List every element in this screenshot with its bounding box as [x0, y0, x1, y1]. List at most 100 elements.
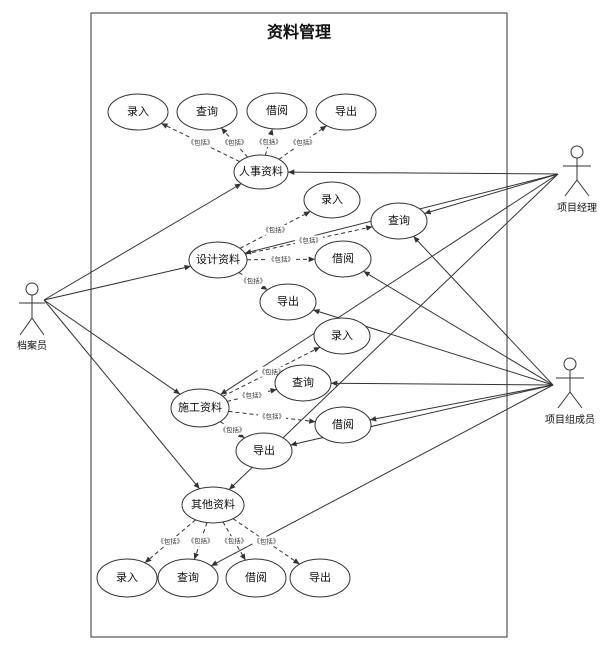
usecase-ellipse	[289, 558, 351, 598]
include-label-bg	[237, 390, 266, 401]
association-member-construction-2	[369, 384, 554, 422]
include-label: 《包括》	[239, 390, 265, 399]
usecase-label: 其他资料	[191, 497, 235, 511]
usecase-other-query[interactable]: 查询	[157, 558, 219, 598]
usecase-ellipse	[233, 154, 289, 190]
usecase-label: 录入	[321, 193, 343, 206]
usecase-other-borrow[interactable]: 借阅	[225, 558, 287, 598]
association-archivist-construction	[43, 299, 181, 395]
usecase-construction-entry[interactable]: 录入	[313, 317, 371, 355]
usecase-personnel-borrow[interactable]: 借阅	[246, 92, 308, 130]
actor-manager-leg-left	[564, 179, 578, 197]
actor-manager-leg-right	[576, 179, 590, 197]
usecase-construction-query[interactable]: 查询	[274, 364, 332, 402]
usecase-other-entry[interactable]: 录入	[96, 558, 158, 598]
usecase-ellipse	[181, 486, 245, 524]
usecase-design-export[interactable]: 导出	[259, 283, 317, 321]
include-label-bg	[261, 224, 290, 235]
include-relations: 《包括》《包括》《包括》《包括》《包括》《包括》《包括》《包括》《包括》《包括》…	[144, 122, 373, 565]
actor-member-head	[563, 357, 577, 371]
usecase-ellipse	[314, 406, 372, 444]
include-label-bg	[266, 254, 295, 265]
include-label-bg	[220, 536, 249, 547]
actor-archivist[interactable]: 档案员	[17, 282, 47, 352]
include-label-bg	[220, 137, 249, 148]
include-label: 《包括》	[219, 425, 245, 434]
include-label: 《包括》	[296, 235, 322, 244]
include-design-borrow	[246, 256, 316, 263]
association-manager-design-1	[424, 173, 559, 215]
include-label: 《包括》	[253, 536, 279, 545]
include-personnel-borrow	[264, 128, 274, 156]
association-archivist-other	[43, 299, 201, 490]
usecase-ellipse	[225, 558, 287, 598]
usecase-label: 查询	[196, 104, 218, 118]
include-label: 《包括》	[258, 367, 284, 376]
usecase-ellipse	[107, 93, 169, 131]
usecase-label: 查询	[292, 375, 314, 389]
include-label-bg	[254, 137, 283, 148]
include-label: 《包括》	[221, 536, 247, 545]
usecase-ellipse	[157, 558, 219, 598]
include-label-bg	[294, 235, 323, 246]
actor-manager[interactable]: 项目经理	[557, 145, 597, 214]
include-construction-query	[227, 388, 277, 402]
include-label-bg	[258, 411, 287, 422]
actor-manager-head	[570, 145, 584, 159]
usecase-label: 导出	[335, 104, 357, 118]
include-label-bg	[239, 276, 268, 287]
usecase-design-query[interactable]: 查询	[370, 202, 428, 240]
actor-archivist-leg-right	[31, 317, 45, 336]
usecase-ellipse	[235, 432, 293, 470]
usecase-label: 录入	[331, 329, 353, 342]
include-label: 《包括》	[187, 137, 213, 146]
include-label-bg	[218, 424, 247, 435]
usecase-label: 导出	[277, 294, 299, 308]
usecase-construction[interactable]: 施工资料	[170, 388, 230, 428]
usecase-ellipse	[314, 240, 372, 278]
usecase-ellipse	[170, 388, 230, 428]
actor-archivist-label: 档案员	[17, 339, 47, 352]
usecase-ellipse	[315, 93, 377, 131]
usecase-personnel-query[interactable]: 查询	[176, 93, 238, 131]
usecase-design-borrow[interactable]: 借阅	[314, 240, 372, 278]
include-label-bg	[257, 366, 286, 377]
usecase-label: 设计资料	[196, 252, 240, 266]
association-manager-construction	[220, 173, 559, 395]
usecase-label: 录入	[127, 105, 149, 118]
include-label-bg	[186, 137, 215, 148]
usecase-other-export[interactable]: 导出	[289, 558, 351, 598]
association-member-other-1	[210, 384, 554, 567]
association-member-design-2	[363, 270, 554, 386]
association-manager-other	[228, 173, 559, 490]
association-archivist-personnel	[43, 183, 242, 301]
system-title: 资料管理	[267, 23, 331, 42]
actor-archivist-head	[25, 282, 39, 296]
include-label-bg	[288, 137, 317, 148]
usecase-label: 导出	[309, 570, 331, 584]
actor-member[interactable]: 项目组成员	[545, 357, 595, 426]
usecase-ellipse	[274, 364, 332, 402]
usecase-design[interactable]: 设计资料	[188, 241, 248, 279]
usecase-personnel-export[interactable]: 导出	[315, 93, 377, 131]
usecase-ellipse	[96, 558, 158, 598]
usecase-construction-export[interactable]: 导出	[235, 432, 293, 470]
actor-member-leg-left	[557, 391, 571, 409]
include-label-bg	[186, 536, 215, 547]
association-archivist-design	[43, 264, 191, 301]
actor-archivist-leg-left	[19, 317, 33, 336]
usecase-label: 借阅	[266, 104, 288, 117]
usecase-other[interactable]: 其他资料	[181, 486, 245, 524]
include-label: 《包括》	[268, 254, 294, 263]
usecase-construction-borrow[interactable]: 借阅	[314, 406, 372, 444]
actor-member-label: 项目组成员	[545, 413, 595, 426]
include-label: 《包括》	[290, 138, 316, 147]
usecase-personnel[interactable]: 人事资料	[233, 154, 289, 190]
usecase-label: 查询	[177, 570, 199, 584]
usecase-ellipse	[303, 181, 361, 219]
usecase-label: 借阅	[332, 252, 354, 265]
include-label-bg	[156, 536, 185, 547]
usecase-design-entry[interactable]: 录入	[303, 181, 361, 219]
usecase-personnel-entry[interactable]: 录入	[107, 93, 169, 131]
usecase-ellipse	[370, 202, 428, 240]
